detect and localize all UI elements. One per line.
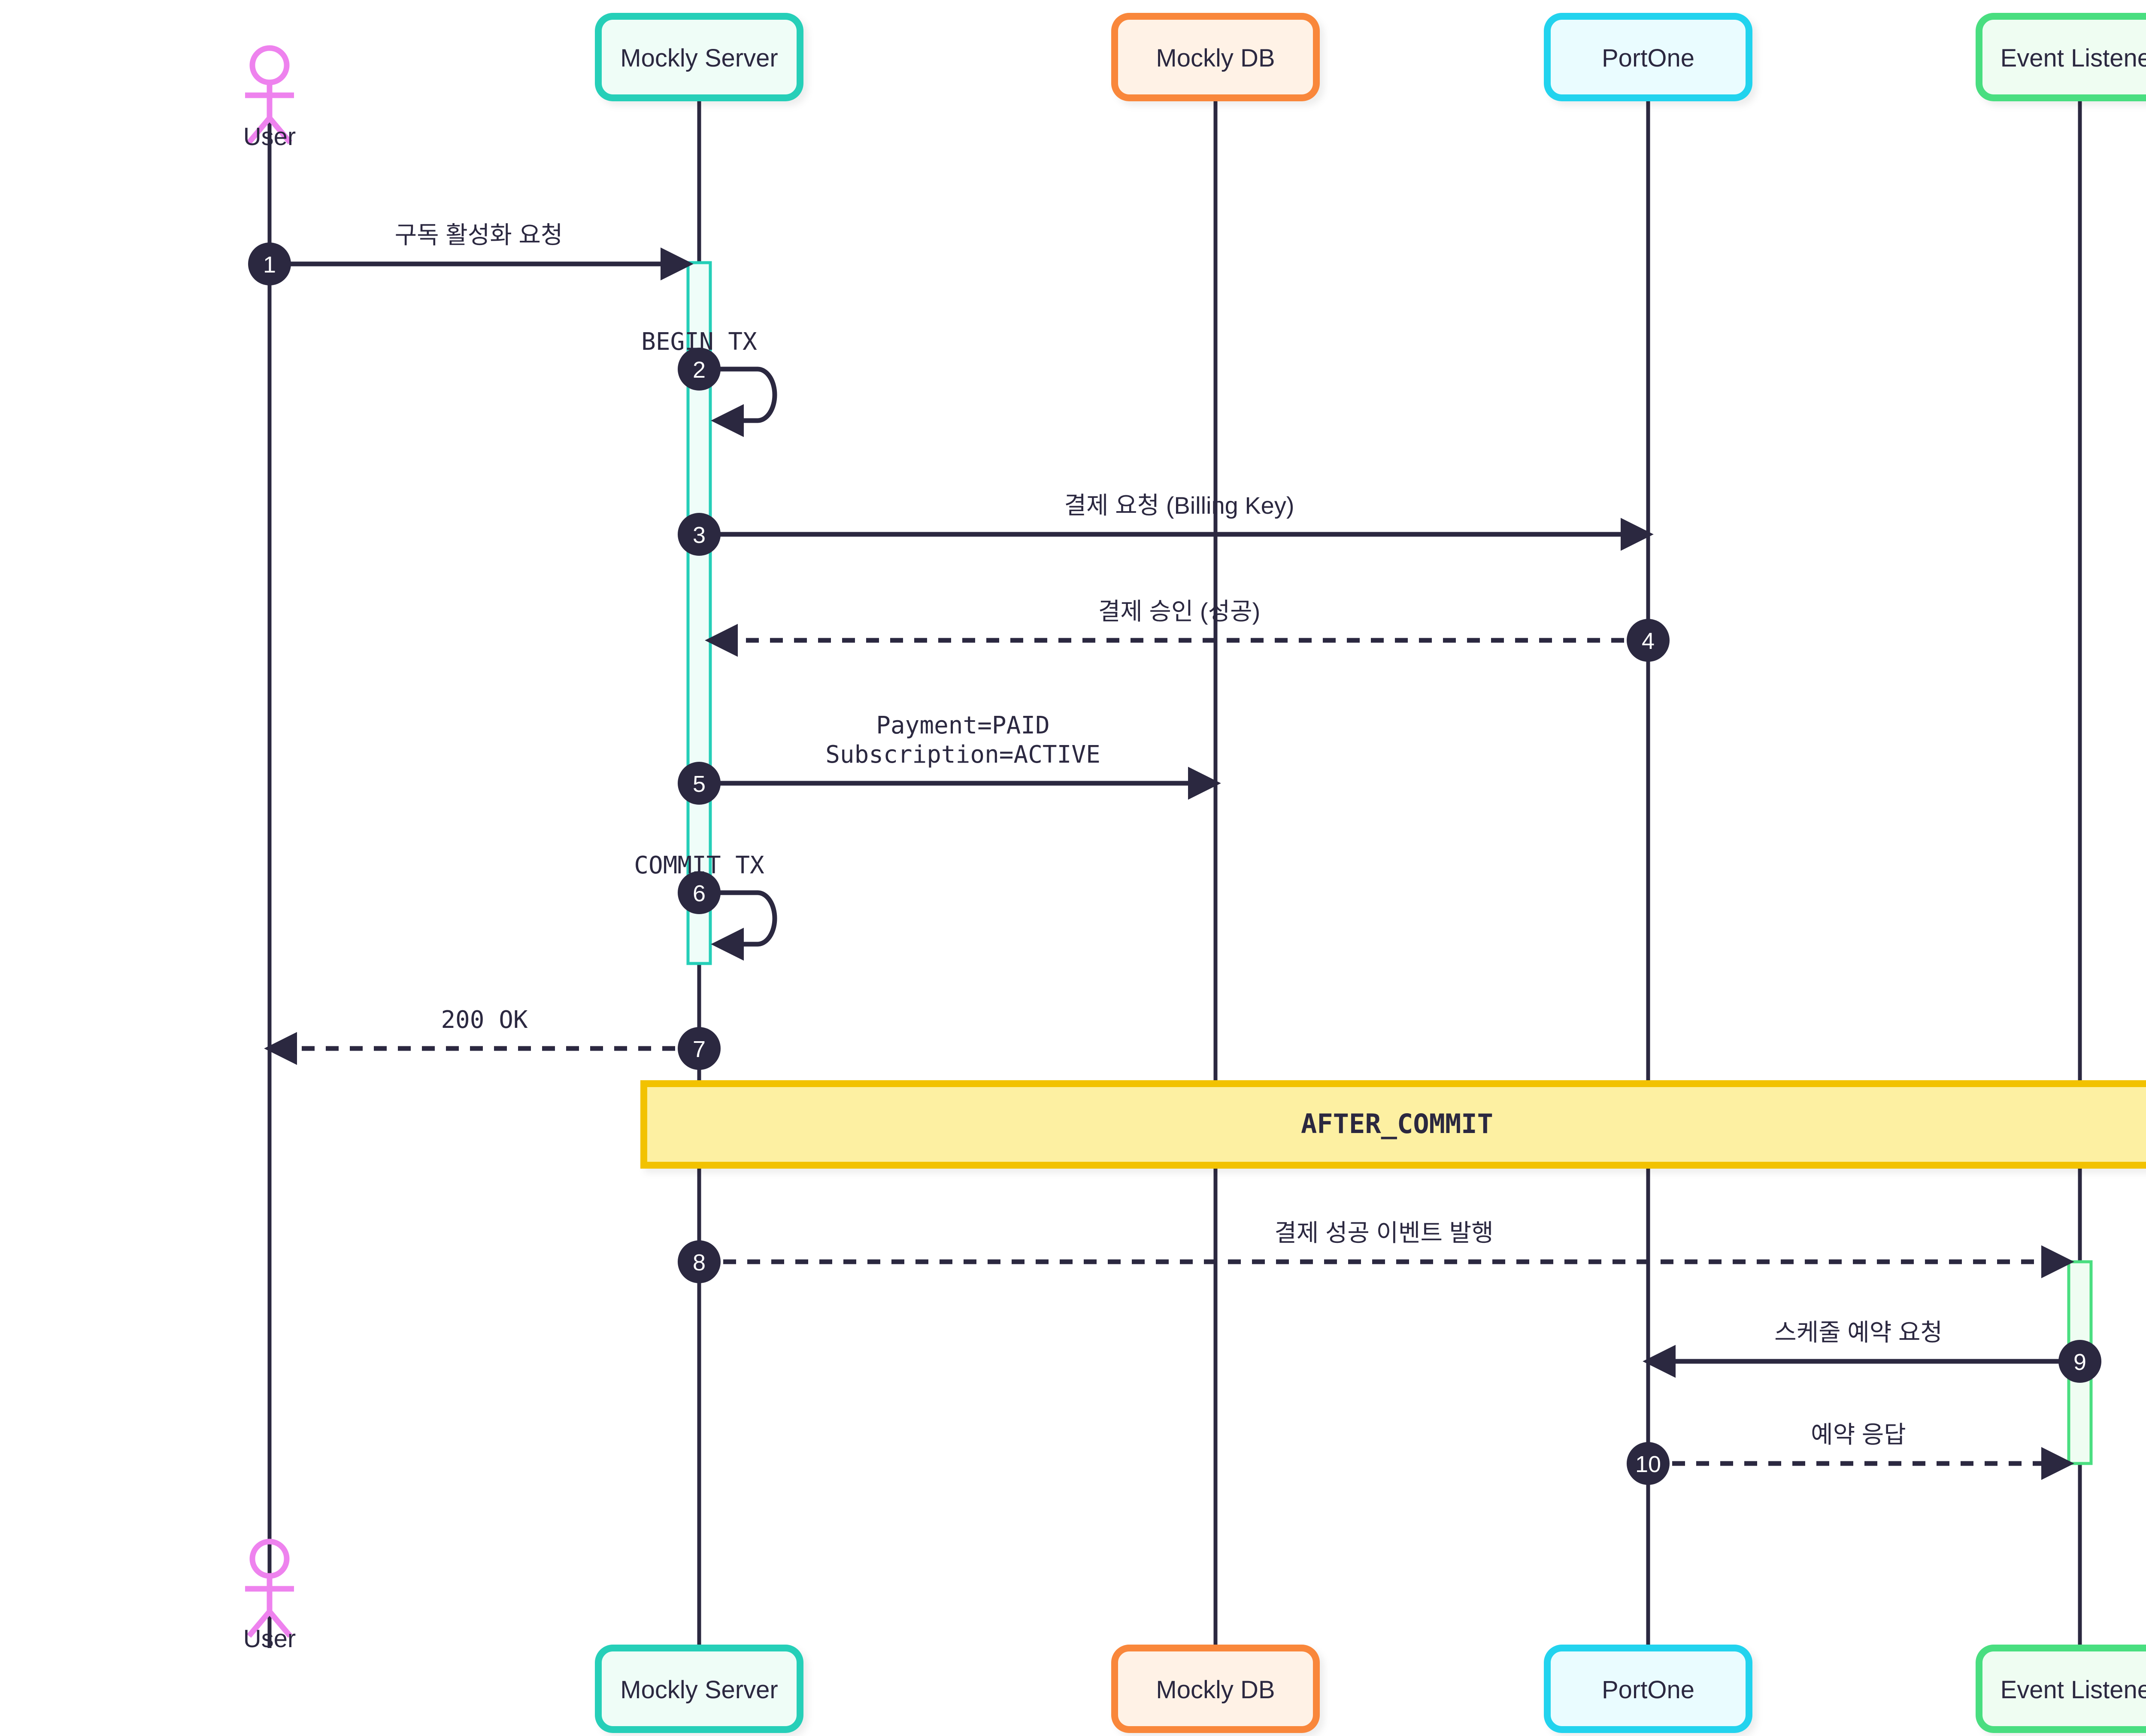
participant-label-db: Mockly DB xyxy=(1156,1676,1275,1704)
sequence-badge-1[interactable] xyxy=(248,242,291,285)
participant-box-server[interactable] xyxy=(595,1645,803,1733)
sequence-badge-label-9: 9 xyxy=(2073,1349,2086,1375)
participant-box-portone[interactable] xyxy=(1544,1645,1752,1733)
participant-label-listener: Event Listener xyxy=(2001,1676,2146,1704)
note-group: AFTER_COMMIT xyxy=(640,1080,2146,1169)
after-commit-note-label: AFTER_COMMIT xyxy=(1301,1108,1493,1139)
participant-label-portone: PortOne xyxy=(1602,1676,1694,1704)
message-label-3: 결제 요청 (Billing Key) xyxy=(1064,492,1294,519)
message-label-5-line2: Subscription=ACTIVE xyxy=(825,741,1100,769)
sequence-badge-label-10: 10 xyxy=(1635,1451,1661,1477)
message-3: 결제 요청 (Billing Key) xyxy=(710,492,1654,551)
sequence-badge-label-6: 6 xyxy=(693,881,706,906)
message-2: BEGIN TX xyxy=(641,328,777,437)
message-label-7: 200 OK xyxy=(441,1006,528,1034)
after-commit-note xyxy=(640,1080,2146,1169)
participant-box-portone[interactable] xyxy=(1544,13,1752,101)
sequence-badge-label-4: 4 xyxy=(1642,628,1655,654)
sequence-badge-8[interactable] xyxy=(678,1240,721,1283)
message-9: 스케줄 예약 요청 xyxy=(1643,1319,2069,1378)
message-arrow-6 xyxy=(710,890,777,961)
sequence-badges-group: 1 2 3 4 5 6 7 8 9 10 xyxy=(248,242,2101,1485)
message-label-10: 예약 응답 xyxy=(1811,1421,1906,1448)
message-arrow-2 xyxy=(710,367,777,437)
sequence-badge-label-7: 7 xyxy=(693,1036,706,1062)
actor-label-user-1: User xyxy=(243,1625,296,1653)
sequence-badge-label-8: 8 xyxy=(693,1250,706,1275)
sequence-badge-7[interactable] xyxy=(678,1027,721,1070)
sequence-badge-label-5: 5 xyxy=(693,771,706,797)
participant-label-server: Mockly Server xyxy=(620,1676,778,1704)
participant-box-listener[interactable] xyxy=(1976,1645,2146,1733)
sequence-badge-4[interactable] xyxy=(1627,619,1670,662)
participant-label-server: Mockly Server xyxy=(620,44,778,72)
participant-label-portone: PortOne xyxy=(1602,44,1694,72)
message-4: 결제 승인 (성공) xyxy=(705,598,1648,657)
message-8: 결제 성공 이벤트 발행 xyxy=(699,1219,2074,1279)
sequence-badge-label-1: 1 xyxy=(263,252,276,278)
message-7: 200 OK xyxy=(264,1006,699,1065)
participant-label-listener: Event Listener xyxy=(2001,44,2146,72)
sequence-badge-label-3: 3 xyxy=(693,522,706,548)
sequence-badge-5[interactable] xyxy=(678,762,721,805)
message-10: 예약 응답 xyxy=(1648,1421,2074,1480)
sequence-badge-label-2: 2 xyxy=(693,357,706,383)
actor-figure-user xyxy=(245,1539,294,1638)
message-1: 구독 활성화 요청 xyxy=(270,221,694,281)
actor-label-user-0: User xyxy=(243,123,296,151)
message-label-5-line1: Payment=PAID xyxy=(876,712,1050,739)
messages-group: 구독 활성화 요청 BEGIN TX 결제 요청 (Billing Key) 결제 승… xyxy=(264,221,2074,1480)
sequence-badge-2[interactable] xyxy=(678,348,721,391)
sequence-badge-9[interactable] xyxy=(2058,1340,2101,1383)
lifelines-group xyxy=(267,98,2082,1648)
sequence-badge-6[interactable] xyxy=(678,871,721,914)
message-label-8: 결제 성공 이벤트 발행 xyxy=(1274,1219,1493,1246)
actor-figure-user xyxy=(245,45,294,145)
participant-label-db: Mockly DB xyxy=(1156,44,1275,72)
participant-box-listener[interactable] xyxy=(1976,13,2146,101)
participant-box-db[interactable] xyxy=(1111,13,1320,101)
message-label-4: 결제 승인 (성공) xyxy=(1098,598,1261,625)
message-label-9: 스케줄 예약 요청 xyxy=(1774,1319,1943,1346)
participant-box-db[interactable] xyxy=(1111,1645,1320,1733)
message-label-1: 구독 활성화 요청 xyxy=(395,221,563,248)
activations-group xyxy=(686,261,2093,1465)
participant-box-server[interactable] xyxy=(595,13,803,101)
sequence-badge-10[interactable] xyxy=(1627,1442,1670,1485)
sequence-badge-3[interactable] xyxy=(678,513,721,556)
